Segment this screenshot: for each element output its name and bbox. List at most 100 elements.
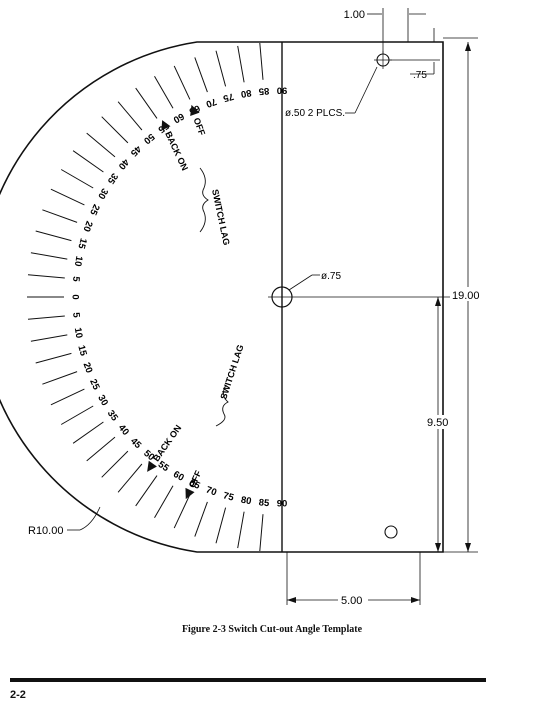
dim-950-arrow-bottom	[435, 543, 441, 552]
scale-number: 45	[128, 436, 144, 452]
center-hole-leader	[288, 274, 313, 291]
scale-tick	[86, 436, 116, 462]
scale-tick	[27, 315, 65, 320]
scale-tick	[259, 42, 264, 80]
upper-off-arrow	[190, 104, 200, 117]
scale-number: 65	[187, 477, 202, 492]
scale-tick	[30, 334, 68, 342]
scale-tick	[215, 507, 227, 544]
scale-number: 85	[258, 85, 270, 97]
dim-5-arrow-right	[411, 597, 420, 603]
template-outline	[0, 41, 444, 553]
scale-tick	[60, 405, 94, 425]
scale-number: 30	[95, 186, 110, 201]
scale-tick	[101, 116, 129, 144]
dim-small-holes-label: ø.50 2 PLCS.	[285, 108, 345, 119]
lower-back-on-arrow	[147, 460, 157, 472]
scale-tick	[27, 274, 65, 279]
scale-tick	[35, 230, 72, 242]
dim-5-arrow-left	[287, 597, 296, 603]
scale-number: 15	[75, 344, 89, 358]
dim-5-label-bg	[338, 593, 368, 607]
upper-switch-lag-label: SWITCH LAG	[210, 188, 232, 246]
scale-number: 80	[240, 87, 252, 100]
scale-number: 5	[70, 312, 81, 319]
scale-number: 60	[171, 110, 186, 125]
scale-tick	[35, 352, 72, 364]
upper-back-on-group: BACK ON	[161, 120, 190, 172]
scale-tick	[237, 511, 245, 549]
scale-tick	[215, 50, 227, 87]
scale-number: 70	[204, 485, 218, 499]
scale-tick	[237, 45, 245, 83]
dim-total-height-label: 19.00	[452, 290, 480, 302]
scale-number: 80	[240, 495, 252, 508]
scale-tick	[86, 132, 116, 158]
lower-switch-lag-label: SWITCH LAG	[218, 343, 245, 400]
scale-number: 90	[277, 499, 288, 510]
scale-tick	[50, 188, 85, 206]
scale-number: 75	[221, 90, 235, 104]
dim-19-arrow-bottom	[465, 543, 471, 552]
scale-tick	[101, 450, 129, 478]
scale-number: 20	[81, 219, 95, 233]
scale-tick	[72, 421, 104, 444]
scale-number: 20	[81, 361, 95, 375]
scale-tick	[135, 475, 158, 507]
small-hole-leader-1	[354, 66, 378, 114]
scale-tick	[117, 463, 143, 493]
scale-tick	[194, 501, 208, 537]
upper-back-on-label: BACK ON	[163, 130, 190, 172]
angle-scale-ticks	[27, 42, 283, 552]
dim-top-offset-label: 1.00	[344, 9, 365, 21]
scale-number: 25	[87, 202, 102, 217]
upper-back-on-arrow	[161, 120, 171, 131]
scale-number: 75	[222, 490, 236, 504]
scale-number: 40	[116, 423, 131, 438]
dim-width-label: 5.00	[341, 595, 362, 607]
lower-off-label: OFF	[187, 468, 204, 489]
scale-number: 10	[72, 327, 85, 339]
scale-tick	[154, 485, 174, 519]
scale-tick	[42, 371, 78, 385]
scale-number: 60	[171, 469, 186, 484]
upper-off-label: OFF	[192, 116, 208, 137]
footer-rule	[10, 678, 486, 682]
dim-950-arrow-top	[435, 297, 441, 306]
dim-19-label-bg	[450, 287, 486, 301]
dim-19-arrow-top	[465, 42, 471, 51]
scale-number: 45	[127, 143, 143, 159]
scale-number: 35	[105, 408, 120, 424]
lower-back-on-label: BACK ON	[151, 423, 183, 463]
scale-tick	[173, 65, 191, 100]
scale-number: 10	[72, 255, 85, 267]
scale-number: 30	[95, 393, 110, 408]
scale-tick	[194, 57, 208, 93]
lower-off-arrow	[185, 487, 195, 500]
scale-tick	[50, 388, 85, 406]
bottom-small-hole	[384, 525, 398, 539]
scale-tick	[72, 150, 104, 173]
dim-center-hole-label: ø.75	[321, 271, 341, 282]
scale-tick	[173, 494, 191, 529]
scale-number: 25	[87, 377, 102, 392]
dim-radius-label: R10.00	[28, 525, 63, 537]
scale-tick	[135, 87, 158, 119]
scale-number: 15	[75, 237, 89, 251]
page-number: 2-2	[10, 689, 26, 701]
dim-hole-offset-label: .75	[413, 70, 427, 81]
scale-tick	[60, 169, 94, 189]
dim-half-height-label: 9.50	[427, 417, 448, 429]
figure-caption: Figure 2-3 Switch Cut-out Angle Template	[181, 624, 363, 635]
upper-switch-lag-brace	[199, 167, 209, 233]
scale-number: 90	[277, 84, 288, 95]
scale-number: 85	[258, 497, 270, 509]
scale-number: 5	[70, 276, 81, 283]
scale-number: 35	[104, 171, 119, 187]
dim-950-label-bg	[424, 415, 454, 429]
lower-switch-lag-brace	[215, 384, 229, 427]
scale-tick	[117, 101, 143, 131]
scale-number: 50	[141, 131, 156, 146]
scale-number: 0	[69, 294, 80, 299]
